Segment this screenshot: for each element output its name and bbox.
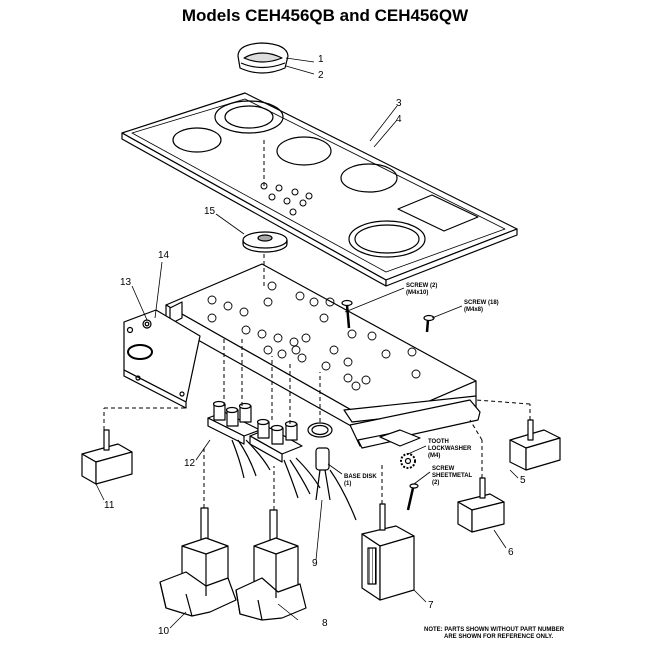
- screw-m4x8-size: (M4x8): [464, 307, 483, 313]
- callout-6: 6: [508, 547, 514, 558]
- tooth-lockwasher: [400, 453, 416, 469]
- part-labels: SCREW (2) (M4x10) SCREW (18) (M4x8) TOOT…: [344, 283, 499, 487]
- burner-box: [165, 263, 481, 449]
- switch-disk-part: [242, 231, 288, 253]
- base-disk-part: [307, 422, 357, 521]
- callout-10: 10: [158, 626, 170, 637]
- lockwasher-size: (M4): [428, 453, 440, 459]
- box-holes: [207, 281, 421, 391]
- switch-cluster-left: [207, 400, 271, 479]
- callout-13: 13: [120, 277, 132, 288]
- screw-m4x8-label: SCREW (18): [464, 300, 499, 306]
- callout-4: 4: [396, 114, 402, 125]
- callout-12: 12: [184, 458, 196, 469]
- base-disk-qty: (1): [344, 481, 351, 487]
- callout-9: 9: [312, 558, 318, 569]
- connector-part: [361, 503, 415, 601]
- knob-part: [237, 42, 289, 74]
- switch-cluster-right: [249, 418, 321, 499]
- diagram-title: Models CEH456QB and CEH456QW: [181, 6, 469, 25]
- sheetmetal-screw: [406, 483, 419, 511]
- lockwasher-label: LOCKWASHER: [428, 446, 472, 452]
- reference-note: NOTE: PARTS SHOWN WITHOUT PART NUMBER AR…: [424, 627, 565, 640]
- sheetmetal-qty: (2): [432, 480, 439, 486]
- callouts: 1 2 3 4 5 6 7 8 9 10 11 12 13 14 15: [104, 54, 526, 637]
- valve-right: [235, 509, 307, 621]
- tooth-label: TOOTH: [428, 439, 449, 445]
- callout-15: 15: [204, 206, 216, 217]
- screw-m4x10-label: SCREW (2): [406, 283, 437, 289]
- base-disk-label: BASE DISK: [344, 474, 377, 480]
- control-holes: [260, 182, 313, 216]
- note-line-1: NOTE: PARTS SHOWN WITHOUT PART NUMBER: [424, 627, 565, 633]
- assembly-lines: [103, 140, 531, 510]
- callout-2: 2: [318, 70, 324, 81]
- side-bracket: [123, 309, 201, 409]
- leader-lines: [95, 57, 519, 629]
- screw-m4x10-size: (M4x10): [406, 290, 428, 296]
- foot-middle: [457, 477, 505, 533]
- callout-8: 8: [322, 618, 328, 629]
- note-line-2: ARE SHOWN FOR REFERENCE ONLY.: [444, 634, 553, 640]
- screw-m4x10: [341, 299, 353, 329]
- foot-right: [509, 419, 561, 471]
- callout-7: 7: [428, 600, 434, 611]
- screw-m4x8: [423, 314, 435, 333]
- foot-left: [81, 429, 133, 485]
- callout-14: 14: [158, 250, 170, 261]
- valve-left: [159, 507, 237, 617]
- callout-5: 5: [520, 475, 526, 486]
- callout-1: 1: [318, 54, 324, 65]
- sheetmetal-screw-label: SCREW: [432, 466, 455, 472]
- glass-cooktop: [121, 92, 518, 287]
- sheetmetal-label: SHEETMETAL: [432, 473, 473, 479]
- callout-11: 11: [104, 500, 115, 511]
- callout-3: 3: [396, 98, 402, 109]
